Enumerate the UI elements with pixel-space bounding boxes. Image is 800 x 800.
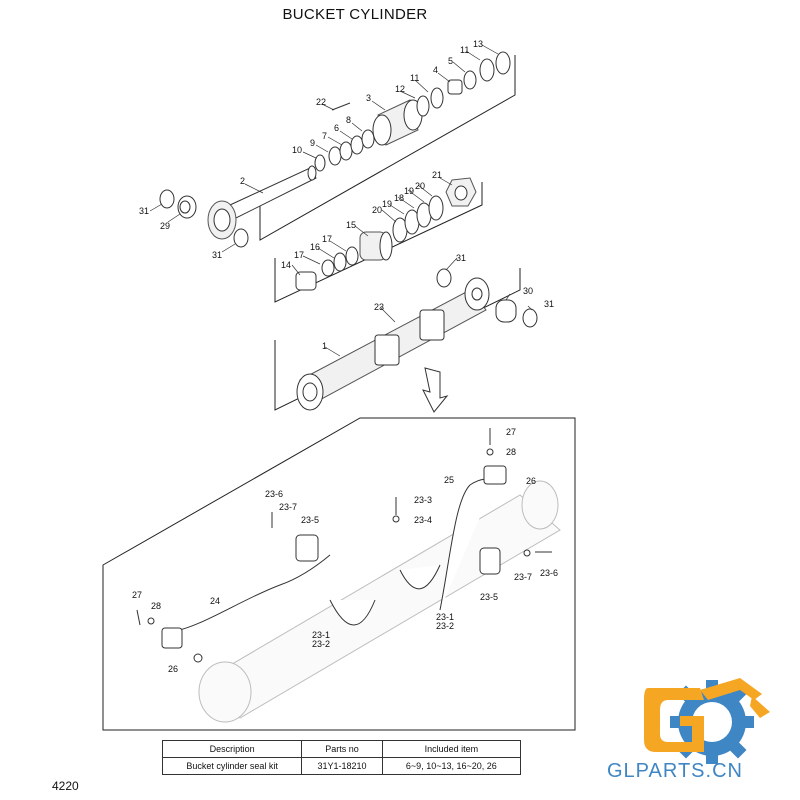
clamp-right: [399, 564, 441, 590]
callout-17-a: 17: [294, 250, 304, 260]
callout-20-a: 20: [372, 205, 382, 215]
detail-callout-23-4: 23-4: [414, 515, 432, 525]
page-title: BUCKET CYLINDER: [282, 6, 428, 23]
callout-11-lower: 11: [410, 73, 419, 83]
detail-callout-23-7-right: 23-7: [514, 572, 532, 582]
page-number: 4220: [52, 779, 79, 793]
callout-7: 7: [322, 131, 327, 141]
callout-31-a: 31: [139, 206, 149, 216]
detail-callout-23-1-right: 23-1: [436, 612, 454, 622]
detail-callout-24: 24: [210, 596, 220, 606]
piston-part-15: [359, 231, 393, 261]
detail-callout-26-bottom: 26: [168, 664, 178, 674]
detail-frame: [102, 417, 576, 731]
leader-lines: [149, 44, 533, 357]
detail-callout-23-7-left: 23-7: [279, 502, 297, 512]
callout-11-upper: 11: [460, 45, 469, 55]
callout-31-c: 31: [456, 253, 466, 263]
table-header-row: Description Parts no Included item: [161, 740, 522, 758]
group-frame-top: [259, 55, 516, 241]
ring-31-lower: [233, 228, 249, 248]
table-cell: 31Y1-18210: [301, 757, 383, 775]
piston-nut-14: [295, 271, 317, 291]
callout-31-b: 31: [212, 250, 222, 260]
table-row: Bucket cylinder seal kit 31Y1-18210 6~9,…: [161, 757, 522, 775]
detail-callout-23-5-left: 23-5: [301, 515, 319, 525]
clamp-left: [329, 599, 376, 626]
bushing-30: [495, 299, 517, 323]
detail-callout-28-bottom: 28: [151, 601, 161, 611]
callout-9: 9: [310, 138, 315, 148]
callout-2: 2: [240, 176, 245, 186]
piston-rod-part: [207, 165, 317, 240]
callout-1: 1: [322, 341, 327, 351]
table-cell: Bucket cylinder seal kit: [161, 757, 303, 775]
detail-callout-27-top: 27: [506, 427, 516, 437]
callout-15: 15: [346, 220, 356, 230]
callout-20-b: 20: [415, 181, 425, 191]
callout-16: 16: [310, 242, 320, 252]
detail-callout-23-2-left: 23-2: [312, 639, 330, 649]
detail-callout-23-1-left: 23-1: [312, 630, 330, 640]
callout-10: 10: [292, 145, 302, 155]
detail-callout-23-6-left: 23-6: [265, 489, 283, 499]
arrow-icon: [422, 367, 449, 413]
table-header: Parts no: [301, 740, 383, 758]
pipe-24: [169, 554, 331, 633]
table-header: Included item: [381, 740, 522, 758]
callout-21: 21: [432, 170, 442, 180]
callout-31-d: 31: [544, 299, 554, 309]
callout-5: 5: [448, 56, 453, 66]
ring-31-left: [159, 189, 175, 209]
detail-callout-26-top: 26: [526, 476, 536, 486]
detail-callout-23-5-right: 23-5: [480, 592, 498, 602]
detail-callout-28-top: 28: [506, 447, 516, 457]
callout-17-b: 17: [322, 234, 332, 244]
callout-29: 29: [160, 221, 170, 231]
seal-kit-table: Description Parts no Included item Bucke…: [161, 740, 522, 775]
callout-8: 8: [346, 115, 351, 125]
detail-callout-23-2-right: 23-2: [436, 621, 454, 631]
cylinder-tube-part-1: [296, 277, 490, 411]
callout-4: 4: [433, 65, 438, 75]
callout-30: 30: [523, 286, 533, 296]
callout-18: 18: [394, 193, 404, 203]
logo-wordmark: GLPARTS.CN: [607, 760, 743, 782]
table-header: Description: [161, 740, 303, 758]
callout-22: 22: [316, 97, 326, 107]
callout-19-a: 19: [382, 199, 392, 209]
glparts-logo-icon: [644, 678, 770, 764]
callout-14: 14: [281, 260, 291, 270]
callout-13: 13: [473, 39, 483, 49]
detail-callout-27-bottom: 27: [132, 590, 142, 600]
detail-callout-23-3: 23-3: [414, 495, 432, 505]
table-cell: 6~9, 10~13, 16~20, 26: [381, 757, 522, 775]
callout-23: 23: [374, 302, 384, 312]
callout-12: 12: [395, 84, 405, 94]
callouts-main: 2 22 3 4 5 11 12 11 13 8 6 7 9 10 31 29 …: [139, 39, 554, 351]
callouts-detail: 27 28 25 26 23-3 23-4 23-6 23-7 23-5 23-…: [132, 427, 558, 674]
detail-callout-23-6-right: 23-6: [540, 568, 558, 578]
callout-6: 6: [334, 123, 339, 133]
callout-19-b: 19: [404, 186, 414, 196]
callout-3: 3: [366, 93, 371, 103]
detail-callout-25: 25: [444, 475, 454, 485]
